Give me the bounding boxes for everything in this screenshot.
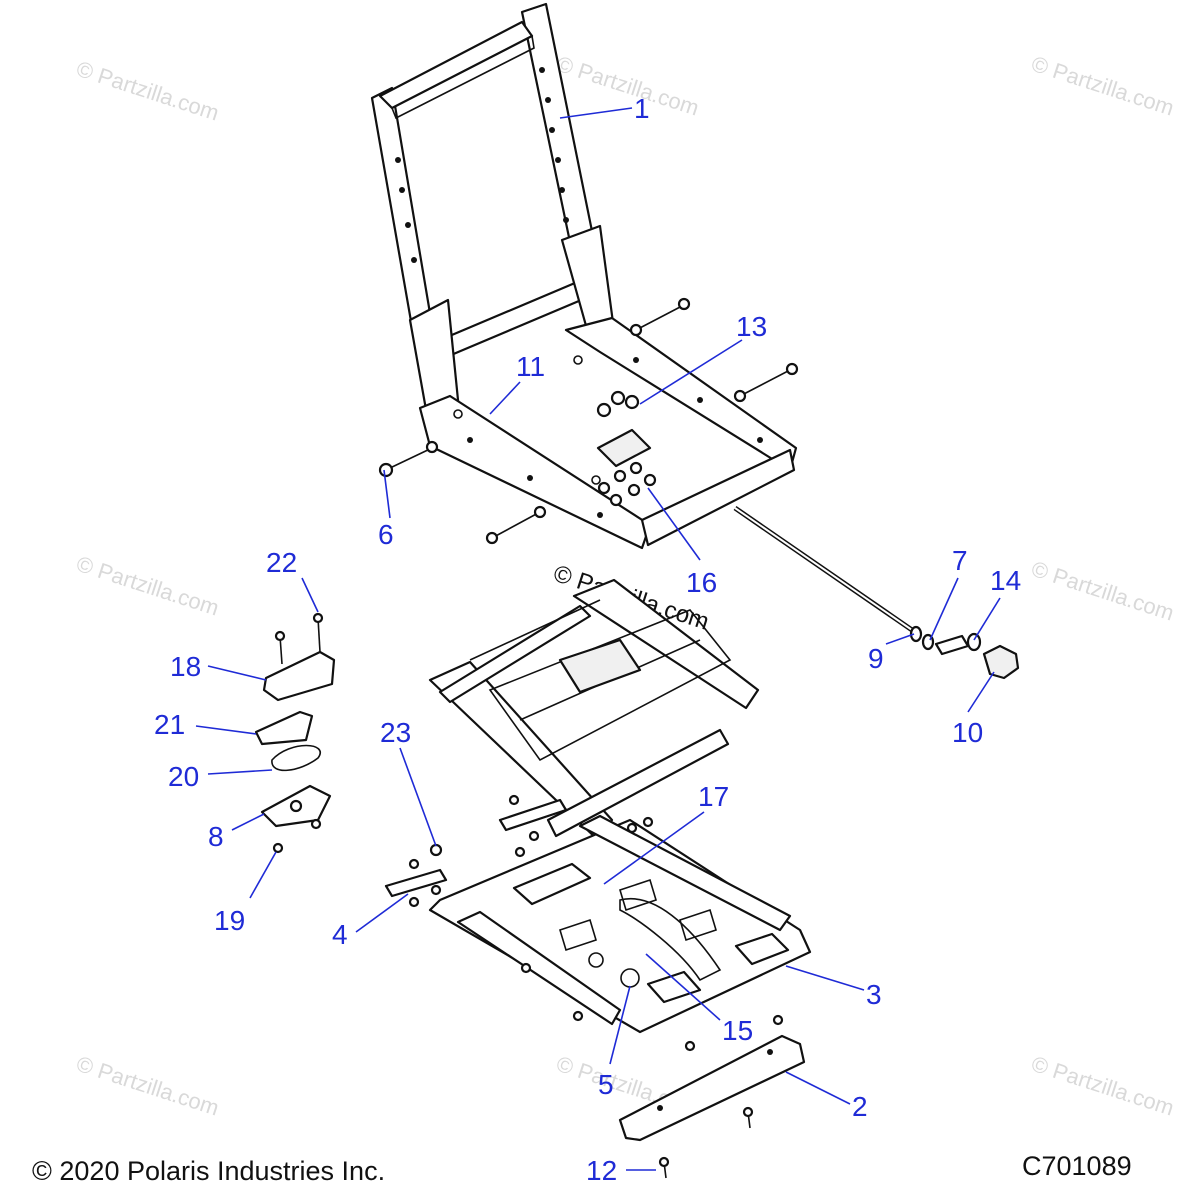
leader-22 — [301, 577, 319, 613]
leader-18 — [207, 665, 267, 681]
leader-5 — [609, 985, 631, 1065]
callout-1: 1 — [634, 93, 650, 124]
seat-slider-frame — [428, 578, 760, 844]
frame-hardware — [378, 297, 799, 545]
callout-18: 18 — [170, 651, 201, 682]
leader-17 — [603, 811, 705, 885]
callout-9: 9 — [868, 643, 884, 674]
callout-13: 13 — [736, 311, 767, 342]
leader-3 — [785, 965, 865, 991]
leader-8 — [231, 813, 265, 831]
adjust-shaft-assembly — [733, 505, 1020, 680]
leader-21 — [195, 725, 257, 735]
leader-6 — [383, 469, 391, 519]
leader-23 — [399, 747, 437, 847]
leader-16 — [647, 487, 701, 561]
callout-22: 22 — [266, 547, 297, 578]
callout-20: 20 — [168, 761, 199, 792]
leader-4 — [355, 893, 409, 933]
callout-6: 6 — [378, 519, 394, 550]
callout-7: 7 — [952, 545, 968, 576]
callout-labels: 1 11 13 6 16 7 14 9 10 22 18 21 20 8 19 … — [154, 93, 1021, 1186]
callout-8: 8 — [208, 821, 224, 852]
leader-20 — [207, 769, 273, 775]
callout-15: 15 — [722, 1015, 753, 1046]
watermark-text: © Partzilla.com — [1028, 51, 1177, 121]
leader-lines — [195, 107, 1001, 1171]
leader-14 — [973, 597, 1001, 641]
leader-7 — [929, 577, 959, 641]
copyright-text: © 2020 Polaris Industries Inc. — [32, 1156, 385, 1186]
leader-19 — [249, 851, 277, 899]
watermark-text: © Partzilla.com — [73, 1051, 222, 1121]
callout-3: 3 — [866, 979, 882, 1010]
callout-16: 16 — [686, 567, 717, 598]
callout-21: 21 — [154, 709, 185, 740]
leader-10 — [967, 671, 995, 713]
latch-assembly — [254, 612, 336, 854]
callout-12: 12 — [586, 1155, 617, 1186]
seat-back-frame — [370, 2, 798, 550]
callout-23: 23 — [380, 717, 411, 748]
callout-5: 5 — [598, 1069, 614, 1100]
front-cover-panel — [618, 1034, 806, 1179]
callout-14: 14 — [990, 565, 1021, 596]
leader-1 — [559, 107, 633, 119]
seat-base-plate — [384, 794, 812, 1052]
leader-13 — [639, 339, 743, 405]
callout-4: 4 — [332, 919, 348, 950]
watermark-text: © Partzilla.com — [1028, 556, 1177, 626]
leader-15 — [645, 953, 721, 1021]
leader-2 — [785, 1071, 851, 1105]
callout-11: 11 — [516, 351, 545, 382]
diagram-code: C701089 — [1022, 1151, 1132, 1181]
callout-2: 2 — [852, 1091, 868, 1122]
callout-19: 19 — [214, 905, 245, 936]
watermark-text: © Partzilla.com — [553, 51, 702, 121]
callout-17: 17 — [698, 781, 729, 812]
callout-10: 10 — [952, 717, 983, 748]
leader-9 — [885, 633, 915, 645]
watermark-text: © Partzilla.com — [73, 551, 222, 621]
leader-11 — [489, 381, 521, 415]
watermark-text: © Partzilla.com — [73, 56, 222, 126]
watermark-text: © Partzilla.com — [1028, 1051, 1177, 1121]
